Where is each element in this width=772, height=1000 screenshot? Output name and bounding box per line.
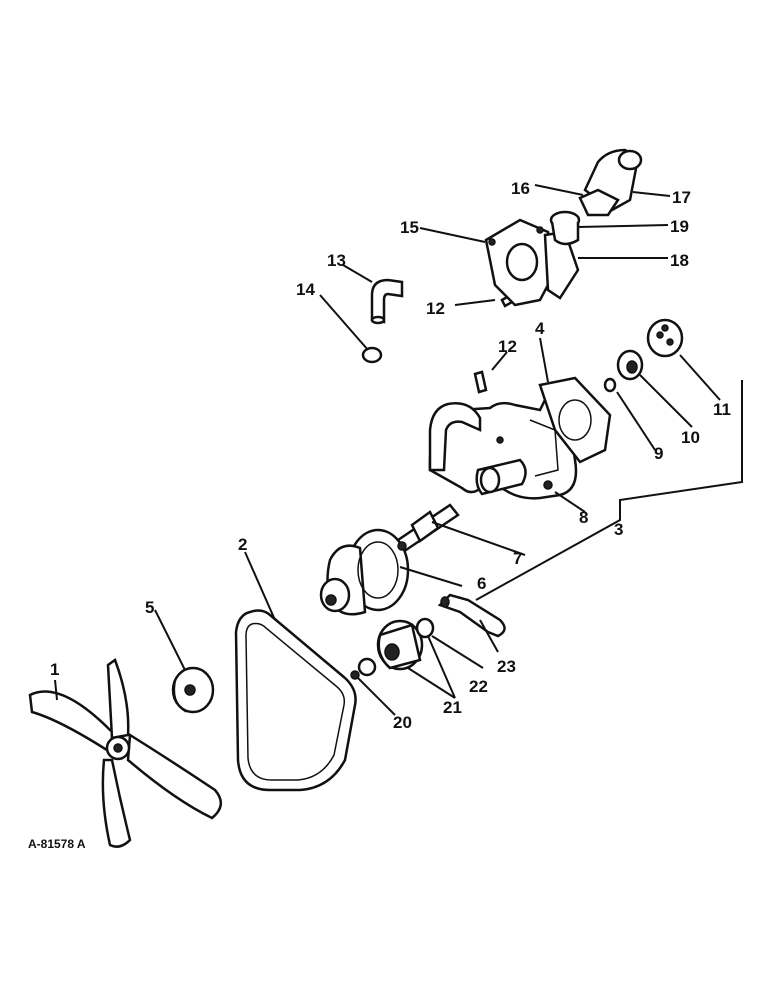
leader-lines — [54, 184, 743, 716]
callout-14: 14 — [296, 280, 315, 299]
drawing-id: A-81578 A — [28, 837, 86, 851]
callout-5: 5 — [145, 598, 154, 617]
callout-23: 23 — [497, 657, 516, 676]
callout-2: 2 — [238, 535, 247, 554]
callout-17: 17 — [672, 188, 691, 207]
callout-4: 4 — [535, 319, 545, 338]
callout-21: 21 — [443, 698, 462, 717]
washer-part — [603, 377, 617, 393]
bypass-hose-part — [370, 278, 404, 325]
callout-18: 18 — [670, 251, 689, 270]
callout-8: 8 — [579, 508, 588, 527]
gasket-part — [538, 376, 612, 464]
callout-19: 19 — [670, 217, 689, 236]
callout-16: 16 — [511, 179, 530, 198]
callout-11: 11 — [713, 400, 731, 419]
callout-22: 22 — [469, 677, 488, 696]
callout-12-upper: 12 — [426, 299, 445, 318]
hose-clamp-part — [361, 346, 383, 364]
hub-part — [646, 318, 684, 358]
callout-7: 7 — [513, 549, 522, 568]
water-pump-part — [428, 397, 578, 500]
thermostat-part — [549, 210, 581, 246]
callout-6: 6 — [477, 574, 486, 593]
outlet-elbow-part — [578, 148, 643, 217]
fan-spacer-part — [171, 666, 215, 714]
callout-numbers: 1 2 3 4 5 6 7 8 9 10 11 12 12 13 14 15 1… — [28, 179, 731, 851]
pulley-part — [319, 528, 410, 616]
callout-3: 3 — [614, 520, 623, 539]
idler-pulley-part — [357, 617, 435, 677]
fan-part — [28, 658, 222, 848]
fan-belt-part — [234, 609, 357, 792]
callout-10: 10 — [681, 428, 700, 447]
callout-20: 20 — [393, 713, 412, 732]
callout-1: 1 — [50, 660, 59, 679]
nut-part — [616, 349, 644, 381]
idler-bracket-part — [437, 593, 506, 638]
shaft-part — [396, 503, 460, 552]
callout-15: 15 — [400, 218, 419, 237]
callout-12-lower: 12 — [498, 337, 517, 356]
dowel-pin-lower-part — [473, 370, 488, 394]
callout-9: 9 — [654, 444, 663, 463]
small-nut-part — [350, 670, 360, 680]
callout-13: 13 — [327, 251, 346, 270]
